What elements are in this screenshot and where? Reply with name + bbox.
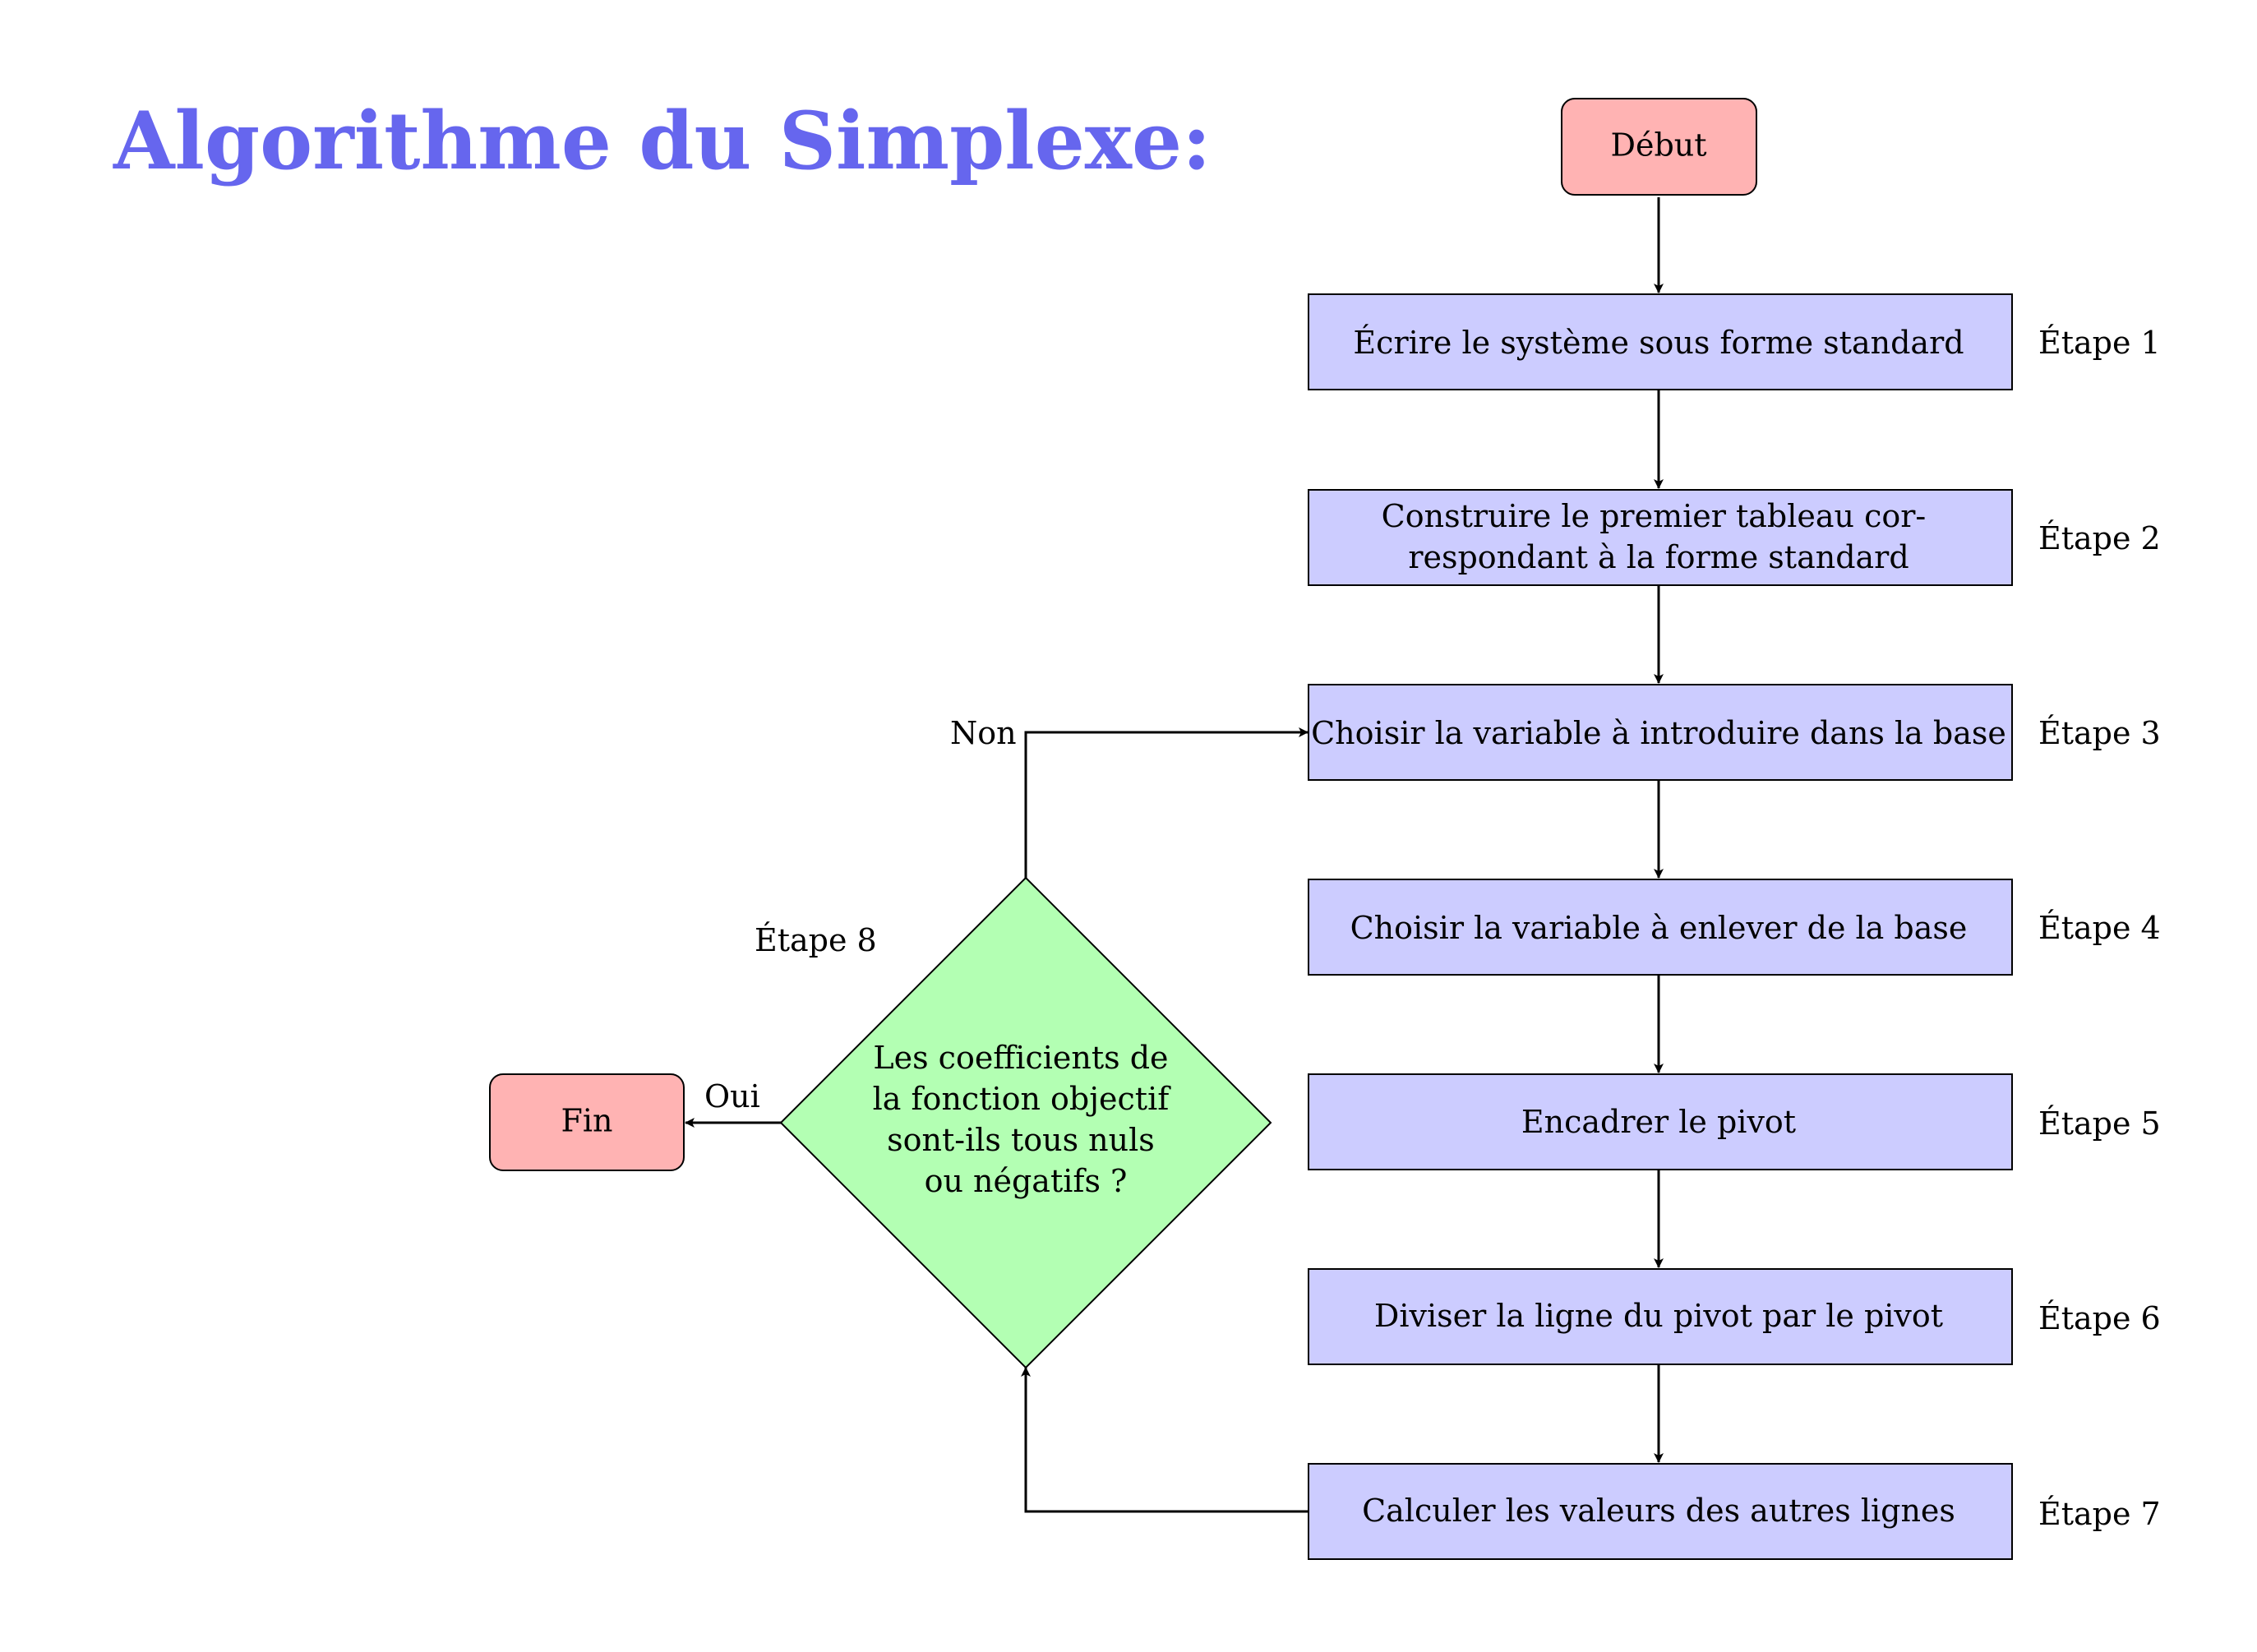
step3-text: Choisir la variable à introduire dans la… xyxy=(1311,715,2006,751)
step2-node: Construire le premier tableau cor- respo… xyxy=(1308,489,2161,586)
step2-line-2: respondant à la forme standard xyxy=(1408,539,1909,575)
step6-line-1: Diviser la ligne du pivot par le pivot xyxy=(1374,1298,1943,1334)
step5-node: Encadrer le pivot Étape 5 xyxy=(1308,1073,2161,1170)
step6-box xyxy=(1308,1268,2013,1365)
step6-label: Étape 6 xyxy=(2038,1300,2161,1336)
decision-step-label: Étape 8 xyxy=(755,922,877,958)
step1-text: Écrire le système sous forme standard xyxy=(1353,325,1964,361)
step7-text: Calculer les valeurs des autres lignes xyxy=(1362,1493,1955,1529)
step7-box xyxy=(1308,1463,2013,1560)
step7-label: Étape 7 xyxy=(2038,1496,2161,1532)
end-node: Fin xyxy=(489,1073,685,1171)
end-node-label: Fin xyxy=(561,1103,613,1139)
step4-line-1: Choisir la variable à enlever de la base xyxy=(1350,910,1968,946)
step5-label: Étape 5 xyxy=(2038,1105,2161,1142)
step7-line-1: Calculer les valeurs des autres lignes xyxy=(1362,1493,1955,1529)
step3-node: Choisir la variable à introduire dans la… xyxy=(1308,684,2161,781)
end-node-shape xyxy=(489,1073,685,1171)
start-node-label: Début xyxy=(1610,127,1706,164)
decision-line-3: sont-ils tous nuls xyxy=(887,1122,1155,1158)
step5-line-1: Encadrer le pivot xyxy=(1521,1104,1796,1140)
step7-node: Calculer les valeurs des autres lignes É… xyxy=(1308,1463,2161,1560)
step4-node: Choisir la variable à enlever de la base… xyxy=(1308,879,2161,976)
step1-line-1: Écrire le système sous forme standard xyxy=(1353,325,1964,361)
step4-box xyxy=(1308,879,2013,976)
decision-line-1: Les coefficients de xyxy=(873,1040,1168,1076)
step4-label: Étape 4 xyxy=(2038,910,2161,946)
decision-diamond xyxy=(779,876,1272,1369)
step3-line-1: Choisir la variable à introduire dans la… xyxy=(1311,715,2006,751)
step3-box xyxy=(1308,684,2013,781)
step1-node: Écrire le système sous forme standard Ét… xyxy=(1308,293,2161,390)
step6-node: Diviser la ligne du pivot par le pivot É… xyxy=(1308,1268,2161,1365)
connectors xyxy=(685,197,1664,1513)
step6-text: Diviser la ligne du pivot par le pivot xyxy=(1374,1298,1943,1334)
step2-label: Étape 2 xyxy=(2038,520,2161,556)
page-title: Algorithme du Simplexe: xyxy=(113,95,1212,187)
start-node: Début xyxy=(1561,98,1757,196)
step1-box xyxy=(1308,293,2013,390)
arrow-step7-to-decision xyxy=(1021,1367,1309,1513)
step2-line-1: Construire le premier tableau cor- xyxy=(1382,498,1927,534)
step4-text: Choisir la variable à enlever de la base xyxy=(1350,910,1968,946)
start-node-shape xyxy=(1561,98,1757,196)
decision-line-4: ou négatifs ? xyxy=(925,1163,1128,1199)
edge-label-no: Non xyxy=(950,715,1017,751)
decision-node: Les coefficients de la fonction objectif… xyxy=(755,876,1272,1369)
step5-box xyxy=(1308,1073,2013,1170)
step2-box xyxy=(1308,489,2013,586)
step1-label: Étape 1 xyxy=(2038,325,2161,361)
decision-line-2: la fonction objectif xyxy=(873,1081,1172,1117)
arrow-decision-no-to-step3 xyxy=(1024,727,1309,878)
step2-text: Construire le premier tableau cor- respo… xyxy=(1382,498,1936,575)
step5-text: Encadrer le pivot xyxy=(1521,1104,1796,1140)
decision-text: Les coefficients de la fonction objectif… xyxy=(873,1040,1179,1199)
step3-label: Étape 3 xyxy=(2038,715,2161,751)
edge-label-yes: Oui xyxy=(704,1078,760,1114)
